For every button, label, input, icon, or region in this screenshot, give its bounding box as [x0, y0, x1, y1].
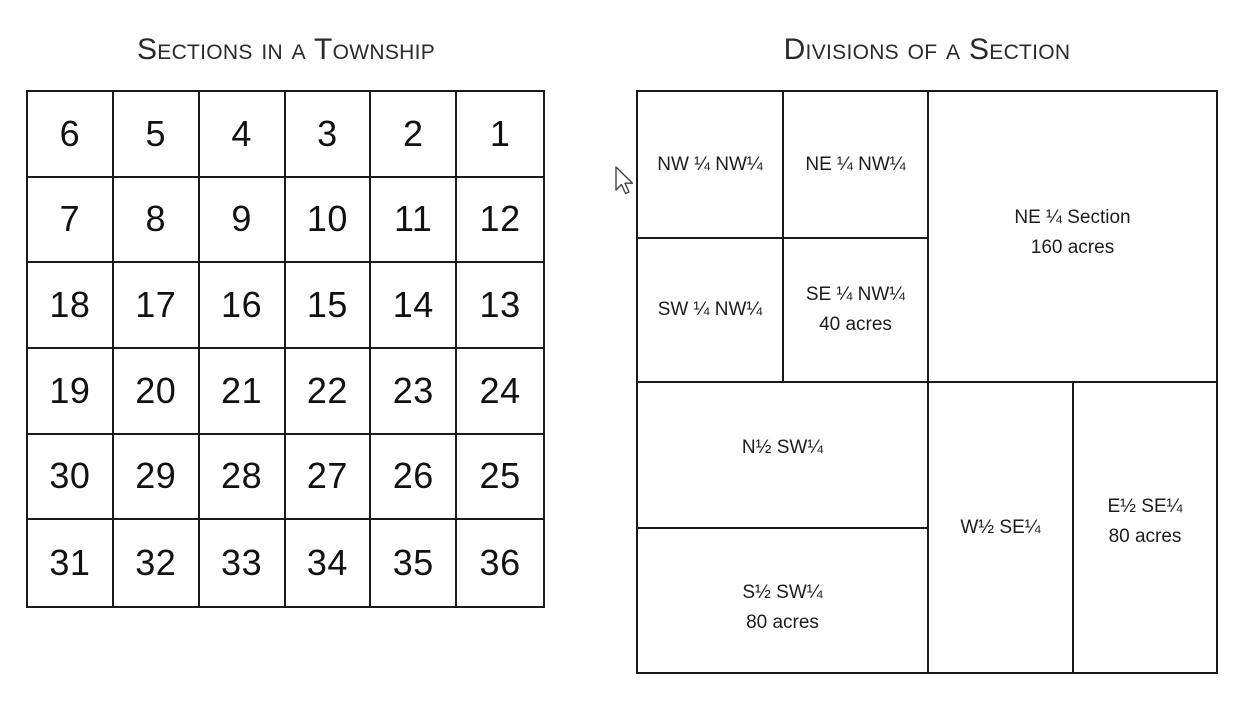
- section-cell: 24: [457, 349, 543, 435]
- section-cell: 18: [28, 263, 114, 349]
- section-cell: 35: [371, 520, 458, 606]
- section-cell: 14: [371, 263, 458, 349]
- section-cell: 8: [113, 177, 200, 264]
- section-cell: 30: [28, 434, 114, 521]
- section-cell: 7: [28, 177, 114, 264]
- division-label: NW ¼ NW¼: [657, 153, 763, 175]
- division-se-nw: SE ¼ NW¼ 40 acres: [784, 239, 927, 381]
- section-cell: 27: [285, 434, 372, 521]
- section-cell: 3: [285, 92, 372, 178]
- divider-half-vertical: [927, 92, 929, 672]
- section-cell: 2: [371, 92, 458, 178]
- section-cell: 26: [371, 434, 458, 521]
- section-cell: 19: [28, 348, 114, 435]
- section-cell: 16: [199, 263, 286, 349]
- division-label: S½ SW¼: [742, 581, 823, 603]
- divider-nw-vertical: [782, 92, 784, 381]
- division-area: 80 acres: [746, 611, 819, 633]
- division-label: W½ SE¼: [960, 516, 1041, 538]
- section-cell: 17: [113, 263, 200, 349]
- section-cell: 33: [200, 520, 286, 606]
- section-cell: 20: [113, 348, 200, 435]
- section-cell: 4: [199, 92, 286, 178]
- division-nw-nw: NW ¼ NW¼: [638, 92, 782, 237]
- division-label: SW ¼ NW¼: [657, 299, 763, 320]
- division-area: 160 acres: [1030, 236, 1115, 258]
- section-cell: 25: [457, 435, 543, 521]
- section-cell: 31: [28, 520, 114, 606]
- section-cell: 36: [479, 542, 521, 584]
- section-divisions-diagram: NW ¼ NW¼ NE ¼ NW¼ SW ¼ NW¼ SE ¼ NW¼ 40 a…: [636, 90, 1218, 674]
- section-cell: 9: [199, 177, 286, 264]
- division-label: NE ¼ Section: [1014, 206, 1131, 228]
- section-cell: 5: [113, 92, 200, 178]
- division-e-half-se: E½ SE¼ 80 acres: [1074, 383, 1216, 672]
- section-cell: 10: [285, 177, 372, 264]
- division-label: E½ SE¼: [1107, 495, 1183, 517]
- section-cell: 29: [113, 434, 200, 521]
- section-cell: 15: [285, 263, 372, 349]
- division-ne-nw: NE ¼ NW¼: [784, 92, 927, 237]
- mouse-pointer-icon: [615, 166, 634, 195]
- division-sw-nw: SW ¼ NW¼: [638, 239, 782, 381]
- section-cell: 22: [285, 348, 372, 435]
- section-divisions-title: Divisions of a Section: [783, 33, 1071, 66]
- section-cell: 1: [457, 92, 543, 178]
- division-n-half-sw: N½ SW¼: [638, 383, 927, 527]
- division-area: 80 acres: [1108, 525, 1182, 547]
- township-title: Sections in a Township: [136, 33, 436, 66]
- division-s-half-sw: S½ SW¼ 80 acres: [638, 529, 927, 672]
- section-cell: 32: [114, 520, 200, 606]
- section-cell: 34: [286, 520, 372, 606]
- section-cell: 28: [199, 434, 286, 521]
- section-cell: 23: [371, 348, 458, 435]
- division-label: N½ SW¼: [741, 437, 824, 458]
- divider-nw-horizontal: [638, 237, 927, 239]
- section-cell: 12: [457, 178, 543, 264]
- divider-se-vertical: [1072, 381, 1074, 672]
- division-area: 40 acres: [819, 314, 892, 335]
- division-label: NE ¼ NW¼: [805, 153, 906, 175]
- section-cell: 11: [371, 177, 458, 264]
- division-ne-section: NE ¼ Section 160 acres: [929, 92, 1216, 381]
- section-cell: 6: [28, 92, 114, 178]
- division-label: SE ¼ NW¼: [805, 284, 906, 305]
- section-cell: 21: [199, 348, 286, 435]
- section-cell: 13: [457, 263, 543, 349]
- division-w-half-se: W½ SE¼: [929, 383, 1072, 672]
- divider-sw-horizontal: [638, 527, 927, 529]
